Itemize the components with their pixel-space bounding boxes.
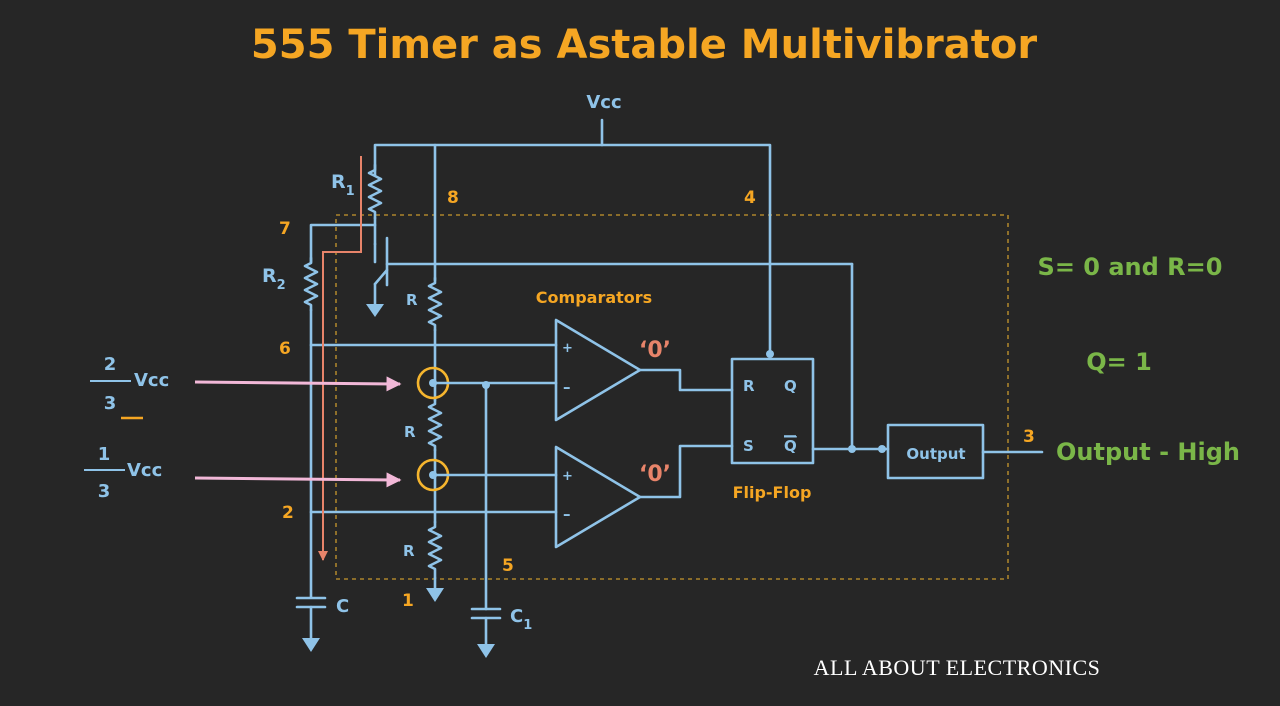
- divider-r-bottom-label: R: [403, 542, 415, 560]
- svg-text:2: 2: [104, 354, 117, 375]
- charging-current-arrow: [318, 156, 362, 561]
- svg-text:3: 3: [98, 481, 111, 502]
- pin7-wire: [309, 223, 377, 264]
- comparators-label: Comparators: [536, 288, 652, 307]
- upper-comp-out-wire: [638, 368, 734, 392]
- upper-comparator: + –: [554, 318, 642, 422]
- r1-label: R1: [331, 171, 355, 199]
- output-block-label: Output: [906, 445, 965, 463]
- voltage-divider: [426, 276, 444, 602]
- page-title: 555 Timer as Astable Multivibrator: [251, 22, 1037, 68]
- svg-text:–: –: [563, 505, 571, 523]
- timing-capacitor: [295, 596, 327, 652]
- cap-c-label: C: [336, 596, 349, 617]
- svg-text:–: –: [563, 378, 571, 396]
- c1-label: C1: [510, 606, 532, 633]
- r2-label: R2: [262, 265, 286, 293]
- ff-qbar-label: Q: [784, 437, 797, 455]
- pin-4: 4: [744, 188, 756, 208]
- control-capacitor: [470, 381, 502, 658]
- divider-r-top-label: R: [406, 291, 418, 309]
- vcc-label: Vcc: [586, 92, 621, 113]
- brand-watermark: ALL ABOUT ELECTRONICS: [814, 655, 1101, 680]
- lower-comp-out-wire: [638, 444, 734, 499]
- ff-r-label: R: [743, 377, 755, 395]
- r1-resistor: [367, 163, 383, 246]
- ic-boundary: [335, 214, 1009, 580]
- ff-s-label: S: [743, 437, 754, 455]
- lower-threshold-arrow: [194, 472, 402, 488]
- pin-5: 5: [502, 556, 514, 576]
- pin-8: 8: [447, 188, 459, 208]
- pin-7: 7: [279, 219, 291, 239]
- svg-text:+: +: [562, 341, 573, 356]
- svg-text:Vcc: Vcc: [134, 370, 169, 391]
- sr-status: S= 0 and R=0: [1038, 253, 1223, 281]
- flipflop-label: Flip-Flop: [733, 483, 812, 502]
- qbar-output-wire: [811, 262, 890, 453]
- svg-text:+: +: [562, 469, 573, 484]
- discharge-transistor: [366, 236, 854, 317]
- pin-6: 6: [279, 339, 291, 359]
- ff-q-label: Q: [784, 377, 797, 395]
- upper-threshold-arrow: [194, 376, 402, 392]
- q-status: Q= 1: [1086, 348, 1152, 376]
- r2-resistor: [303, 256, 319, 599]
- pin-2: 2: [282, 503, 294, 523]
- lower-comparator: + –: [554, 445, 642, 549]
- svg-text:3: 3: [104, 393, 117, 414]
- lower-comp-zero: ‘0’: [639, 462, 671, 487]
- upper-threshold-label: 2 3 Vcc: [90, 354, 169, 420]
- lower-threshold-label: 1 3 Vcc: [84, 444, 162, 502]
- pin-3: 3: [1023, 427, 1035, 447]
- flip-flop: [730, 350, 815, 465]
- svg-text:1: 1: [98, 444, 111, 465]
- output-status: Output - High: [1056, 438, 1240, 466]
- divider-r-mid-label: R: [404, 423, 416, 441]
- svg-text:Vcc: Vcc: [127, 460, 162, 481]
- vcc-rail: [373, 118, 772, 356]
- upper-comp-zero: ‘0’: [639, 338, 671, 363]
- pin-1: 1: [402, 591, 414, 611]
